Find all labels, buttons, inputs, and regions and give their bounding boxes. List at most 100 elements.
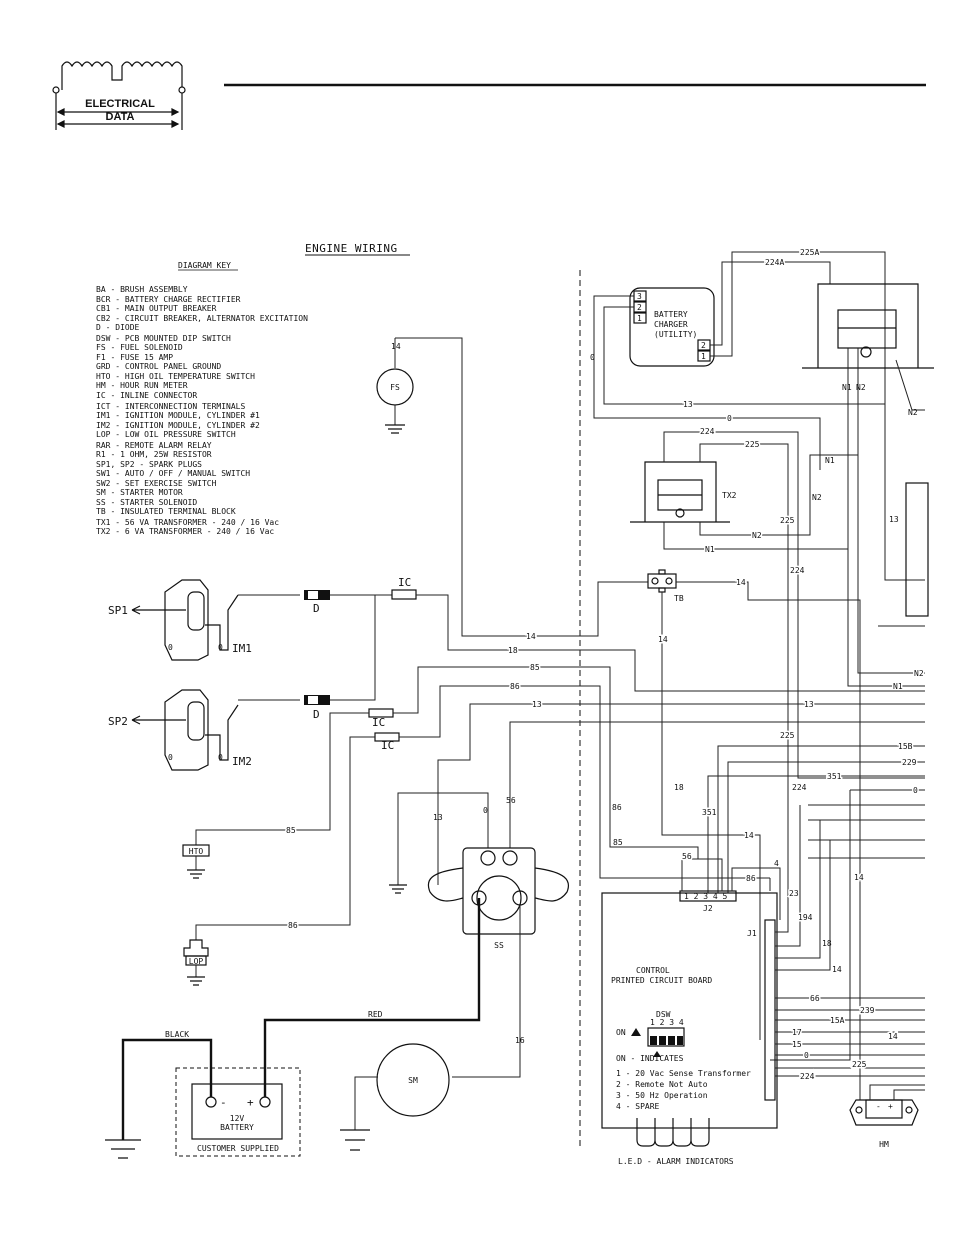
svg-text:16: 16 [515,1036,525,1045]
svg-text:224: 224 [792,783,807,792]
diode-1: D [304,590,330,615]
key-item: HTO - HIGH OIL TEMPERATURE SWITCH [96,372,255,381]
tb-label: TB [674,594,684,603]
ss-label: SS [494,941,504,950]
svg-text:85: 85 [530,663,540,672]
svg-text:225A: 225A [800,248,819,257]
key-item: BA - BRUSH ASSEMBLY [96,285,188,294]
svg-text:225: 225 [852,1060,867,1069]
logo-line-1: ELECTRICAL [85,98,155,110]
svg-text:14: 14 [854,873,864,882]
key-item: GRD - CONTROL PANEL GROUND [96,362,221,371]
transformer-tx1 [802,283,934,369]
ic-label: IC [381,739,394,752]
svg-text:13: 13 [804,700,814,709]
key-item: SW2 - SET EXERCISE SWITCH [96,479,217,488]
customer-supplied-label: CUSTOMER SUPPLIED [197,1144,279,1153]
control-pcb: 1 2 3 4 5 J2 J1 CONTROL PRINTED CIRCUIT … [601,890,778,1166]
svg-text:0: 0 [218,643,223,652]
svg-text:0: 0 [168,753,173,762]
j2-label: J2 [703,904,713,913]
ic-label: IC [372,716,385,729]
battery-customer-supplied: - + 12V BATTERY CUSTOMER SUPPLIED [175,1067,301,1157]
key-item: D - DIODE [96,323,140,332]
key-item: R1 - 1 OHM, 25W RESISTOR [96,450,212,459]
svg-text:N2: N2 [812,493,822,502]
svg-text:17: 17 [792,1028,802,1037]
svg-text:2: 2 [637,303,642,312]
svg-text:0: 0 [913,786,918,795]
svg-text:56: 56 [506,796,516,805]
svg-text:N2: N2 [914,669,924,678]
svg-text:13: 13 [433,813,443,822]
svg-text:BATTERY: BATTERY [654,310,688,319]
svg-text:1: 1 [701,352,706,361]
key-item: BCR - BATTERY CHARGE RECTIFIER [96,295,241,304]
key-item: LOP - LOW OIL PRESSURE SWITCH [96,430,236,439]
led-label: L.E.D - ALARM INDICATORS [618,1157,734,1166]
svg-text:N1: N1 [825,456,835,465]
svg-text:4: 4 [774,859,779,868]
key-item: SP1, SP2 - SPARK PLUGS [96,460,202,469]
sm-label: SM [408,1076,418,1085]
svg-text:0: 0 [590,353,595,362]
svg-text:85: 85 [286,826,296,835]
inline-connector-1: IC [391,576,417,600]
diode-label: D [313,708,320,721]
diode-2: D [304,695,330,721]
key-item: RAR - REMOTE ALARM RELAY [96,441,212,450]
diagram-title: ENGINE WIRING [305,242,398,255]
starter-solenoid: 0 56 13 SS [389,721,925,950]
sp1-label: SP1 [108,604,128,617]
svg-text:3 - 50 Hz Operation: 3 - 50 Hz Operation [616,1091,708,1100]
svg-text:225: 225 [745,440,760,449]
svg-text:239: 239 [860,1006,875,1015]
svg-text:18: 18 [674,783,684,792]
svg-text:N2: N2 [856,383,866,392]
svg-text:+: + [888,1102,893,1111]
svg-text:14: 14 [658,635,668,644]
im2-label: IM2 [232,755,252,768]
key-item: SM - STARTER MOTOR [96,488,183,497]
svg-text:14: 14 [744,831,754,840]
svg-text:351: 351 [702,808,717,817]
svg-text:14: 14 [888,1032,898,1041]
lop-label: LOP [189,957,204,966]
svg-text:1 2 3 4: 1 2 3 4 [650,1018,684,1027]
svg-text:(UTILITY): (UTILITY) [654,330,697,339]
svg-text:3: 3 [637,292,642,301]
svg-text:N2: N2 [908,408,918,417]
lop-switch: LOP [183,939,209,986]
terminal-block-tb: TB [647,569,684,603]
dsw-label: DSW [656,1010,671,1019]
sp2-label: SP2 [108,715,128,728]
transformer-tx2: TX2 [630,461,737,523]
key-item: CB1 - MAIN OUTPUT BREAKER [96,304,217,313]
fuel-solenoid: 14 FS [376,338,414,434]
starter-motor: SM [340,1043,450,1151]
svg-text:N1: N1 [842,383,852,392]
ignition-module-1: SP1 0 0 IM1 [108,579,252,661]
key-item: ICT - INTERCONNECTION TERMINALS [96,402,245,411]
svg-text:2: 2 [701,341,706,350]
diagram-key-title: DIAGRAM KEY [178,261,231,270]
electrical-data-logo: ELECTRICAL DATA [52,61,186,130]
diagram-key-list: BA - BRUSH ASSEMBLY BCR - BATTERY CHARGE… [96,285,308,536]
key-item: TB - INSULATED TERMINAL BLOCK [96,507,236,516]
key-item: FS - FUEL SOLENOID [96,343,183,352]
svg-text:351: 351 [827,772,842,781]
key-item: HM - HOUR RUN METER [96,381,188,390]
svg-text:23: 23 [789,889,799,898]
svg-text:56: 56 [682,852,692,861]
tx2-label: TX2 [722,491,737,500]
key-item: IM2 - IGNITION MODULE, CYLINDER #2 [96,421,260,430]
key-item: CB2 - CIRCUIT BREAKER, ALTERNATOR EXCITA… [96,314,308,323]
hour-meter: - + HM [849,1099,919,1149]
hto-label: HTO [189,847,204,856]
svg-text:225: 225 [780,516,795,525]
svg-text:224: 224 [700,427,715,436]
key-item: IC - INLINE CONNECTOR [96,391,197,400]
svg-text:86: 86 [288,921,298,930]
svg-text:194: 194 [798,913,813,922]
